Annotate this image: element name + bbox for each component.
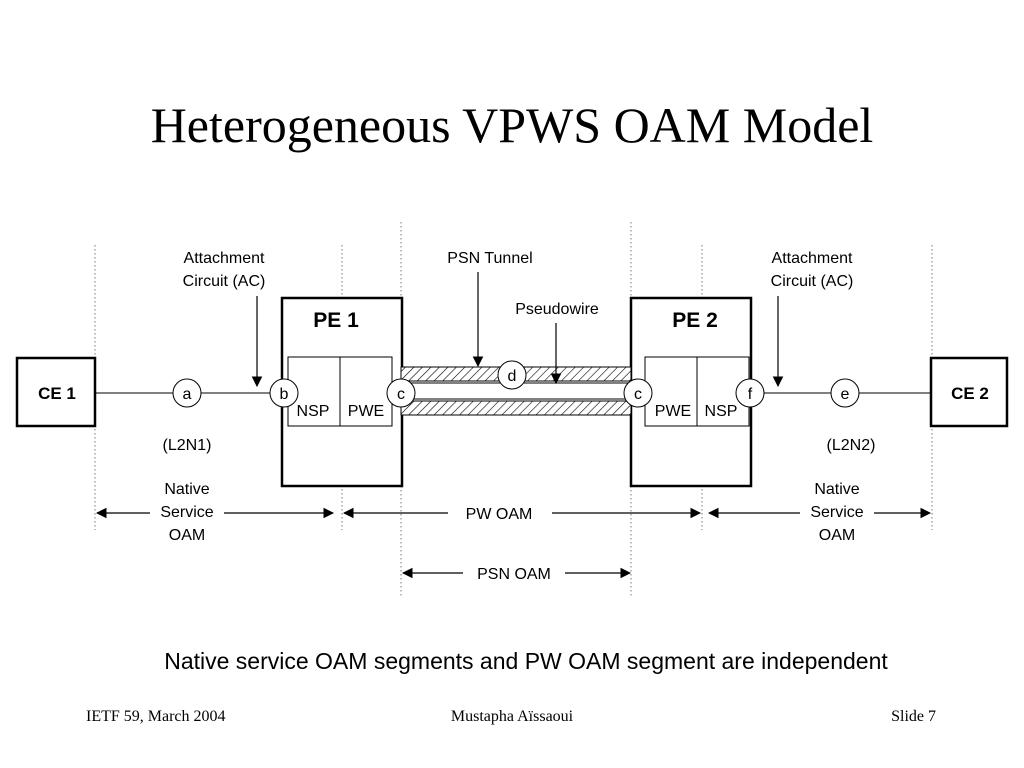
- pe2-pwe-label: PWE: [655, 403, 691, 420]
- point-a-label: a: [183, 386, 192, 403]
- native-oam-right-line1: Native: [814, 481, 859, 498]
- point-e-label: e: [841, 386, 850, 403]
- ce2-box: [929, 356, 1009, 428]
- slide-title: Heterogeneous VPWS OAM Model: [150, 97, 874, 153]
- native-oam-right-line2: Service: [810, 504, 863, 521]
- point-c-right-label: c: [634, 386, 642, 403]
- ac-right-line1: Attachment: [772, 250, 853, 267]
- l2n2-label: (L2N2): [827, 437, 876, 454]
- slide-subtitle: Native service OAM segments and PW OAM s…: [164, 648, 888, 674]
- pe2-label: PE 2: [672, 309, 718, 332]
- point-c-left: c: [386, 378, 416, 408]
- point-f-label: f: [748, 386, 753, 403]
- footer-right: Slide 7: [891, 708, 936, 725]
- psn-tunnel-bottom: [400, 400, 632, 416]
- native-oam-right-line3: OAM: [819, 527, 855, 544]
- ac-right-line2: Circuit (AC): [771, 273, 854, 290]
- footer-left: IETF 59, March 2004: [86, 708, 226, 725]
- ce1-box: [15, 356, 97, 428]
- native-oam-left-line3: OAM: [169, 527, 205, 544]
- pseudowire-label: Pseudowire: [515, 301, 599, 318]
- pe1-pwe-label: PWE: [348, 403, 384, 420]
- l2n1-label: (L2N1): [163, 437, 212, 454]
- point-d-label: d: [508, 368, 517, 385]
- point-f: f: [735, 378, 765, 408]
- point-b: b: [269, 378, 299, 408]
- point-d: d: [497, 360, 527, 390]
- point-c-right: c: [623, 378, 653, 408]
- psn-tunnel-label: PSN Tunnel: [447, 250, 532, 267]
- native-oam-left-line2: Service: [160, 504, 213, 521]
- psn-oam-label: PSN OAM: [477, 566, 551, 583]
- ac-left-line1: Attachment: [184, 250, 265, 267]
- point-e: e: [830, 378, 860, 408]
- ce2-label: CE 2: [951, 384, 989, 403]
- pe2-nsp-label: NSP: [705, 403, 738, 420]
- point-c-left-label: c: [397, 386, 405, 403]
- point-b-label: b: [280, 386, 289, 403]
- pe1-label: PE 1: [313, 309, 359, 332]
- pe1-nsp-label: NSP: [297, 403, 330, 420]
- point-a: a: [172, 378, 202, 408]
- ac-left-line2: Circuit (AC): [183, 273, 266, 290]
- footer-center: Mustapha Aïssaoui: [450, 708, 574, 725]
- native-oam-left-line1: Native: [164, 481, 209, 498]
- pe1-pwe-box: [339, 356, 393, 427]
- pw-oam-label: PW OAM: [466, 506, 533, 523]
- ce1-label: CE 1: [38, 384, 76, 403]
